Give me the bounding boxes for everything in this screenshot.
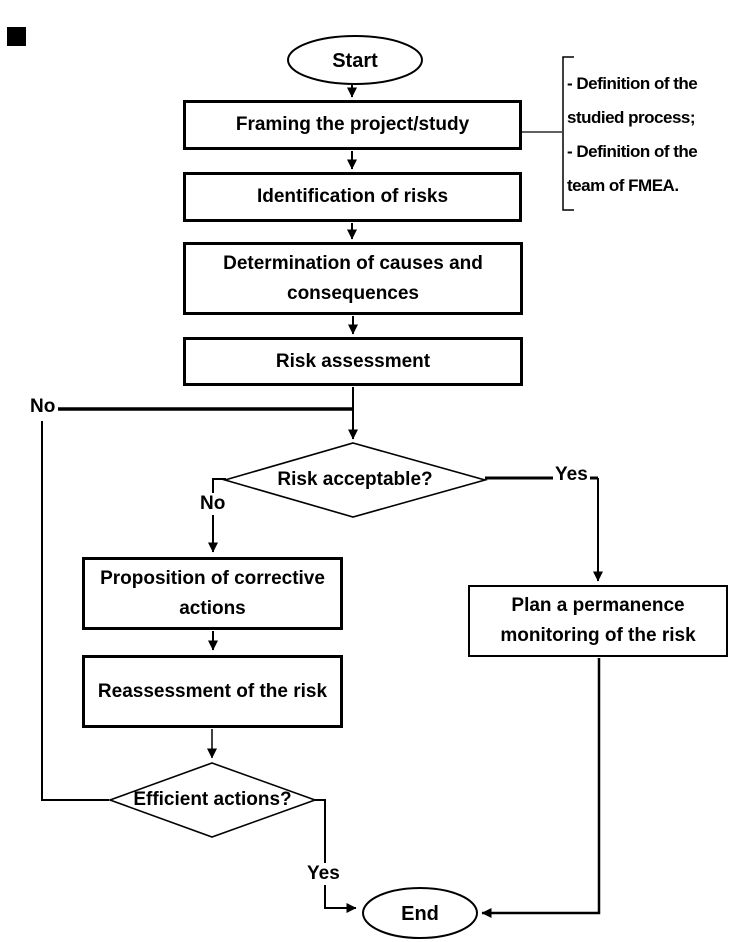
annotation-bracket — [562, 56, 574, 211]
efficient-actions-label: Efficient actions? — [133, 789, 292, 810]
annotation-line-4: team of FMEA. — [567, 176, 679, 195]
annotation-line-2: studied process; — [567, 108, 696, 127]
efficient-actions-diamond — [107, 762, 318, 838]
plan-monitoring-box: Plan a permanence monitoring of the risk — [468, 585, 728, 657]
risk-acceptable-yes-label: Yes — [553, 464, 590, 486]
proposition-label: Proposition of corrective actions — [100, 567, 325, 619]
determination-label: Determination of causes and consequences — [223, 252, 483, 304]
risk-acceptable-label: Risk acceptable? — [277, 469, 433, 490]
framing-label: Framing the project/study — [235, 114, 470, 135]
identification-box: Identification of risks — [183, 172, 522, 222]
framing-box: Framing the project/study — [183, 100, 522, 150]
edge-risk-acceptable-no — [208, 478, 226, 553]
proposition-box: Proposition of corrective actions — [82, 557, 343, 630]
end-ellipse — [362, 887, 478, 939]
end-label: End — [401, 902, 439, 925]
efficient-actions-yes-label: Yes — [305, 863, 342, 885]
determination-box: Determination of causes and consequences — [183, 242, 523, 315]
annotation-line-3: - Definition of the — [567, 142, 698, 161]
start-ellipse — [287, 35, 423, 85]
risk-assessment-box: Risk assessment — [183, 337, 523, 386]
risk-acceptable-diamond — [222, 442, 488, 518]
start-label: Start — [332, 49, 378, 72]
reassessment-label: Reassessment of the risk — [97, 680, 328, 702]
reassessment-box: Reassessment of the risk — [82, 655, 343, 728]
plan-monitoring-label: Plan a permanence monitoring of the risk — [500, 595, 696, 646]
edge-no-loop-vertical — [41, 421, 109, 801]
identification-label: Identification of risks — [256, 186, 449, 207]
annotation-block: - Definition of the studied process; - D… — [567, 67, 737, 203]
annotation-line-1: - Definition of the — [567, 74, 698, 93]
edge-plan-end — [481, 658, 601, 918]
no-loop-label: No — [28, 396, 58, 418]
corner-square-mark — [7, 27, 26, 46]
edge-efficient-yes-end — [315, 799, 357, 913]
risk-acceptable-no-label: No — [198, 493, 228, 515]
risk-assessment-label: Risk assessment — [275, 350, 431, 372]
